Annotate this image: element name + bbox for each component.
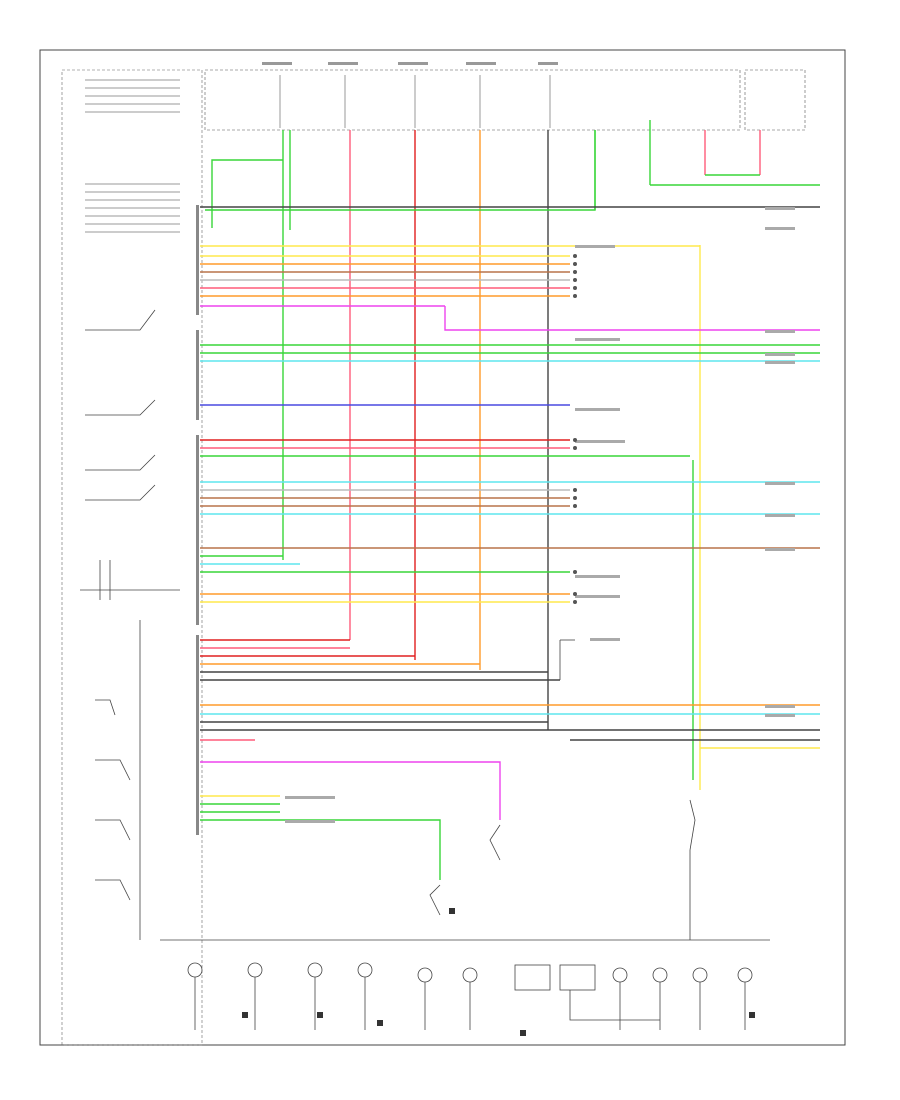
instrument-cluster-outline xyxy=(61,69,203,1046)
cluster-pin-marks xyxy=(85,79,180,233)
wire-block-1 xyxy=(200,206,820,331)
wire-block-3 xyxy=(200,439,820,603)
wire-block-4 xyxy=(200,639,820,749)
wire-block-2 xyxy=(200,344,820,406)
vertical-feeds xyxy=(282,120,761,790)
fuse-labels xyxy=(262,62,558,65)
ground-points xyxy=(242,908,755,1036)
green-harness-top xyxy=(205,130,820,228)
wire-block-5 xyxy=(200,761,501,880)
indicator-lamps xyxy=(160,939,770,1030)
cluster-switches xyxy=(80,309,180,940)
callout-labels xyxy=(285,207,795,823)
diagram-frame xyxy=(39,49,846,1046)
connector-pins xyxy=(196,205,199,835)
fuse-box xyxy=(204,69,806,131)
connector-terminals xyxy=(573,254,577,604)
warning-lamp-switches xyxy=(429,639,696,940)
